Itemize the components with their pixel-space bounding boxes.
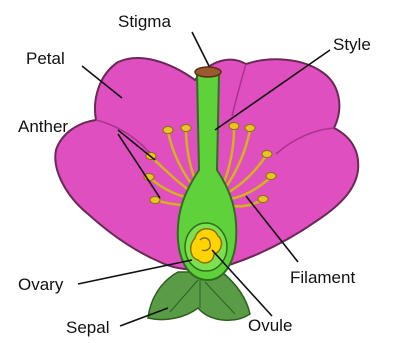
anther — [150, 197, 160, 204]
anther — [262, 151, 272, 158]
label-sepal: Sepal — [66, 318, 109, 337]
stigma-shape — [195, 67, 221, 77]
anther — [266, 173, 276, 180]
label-filament: Filament — [290, 268, 355, 287]
label-petal: Petal — [26, 49, 65, 68]
anther — [163, 127, 173, 134]
label-stigma: Stigma — [118, 12, 171, 31]
label-ovary: Ovary — [18, 275, 64, 294]
anther — [181, 125, 191, 132]
label-ovule: Ovule — [248, 316, 292, 335]
anther — [245, 125, 255, 132]
label-style: Style — [333, 35, 371, 54]
label-anther: Anther — [18, 117, 68, 136]
anther — [258, 196, 268, 203]
anther — [229, 123, 239, 130]
